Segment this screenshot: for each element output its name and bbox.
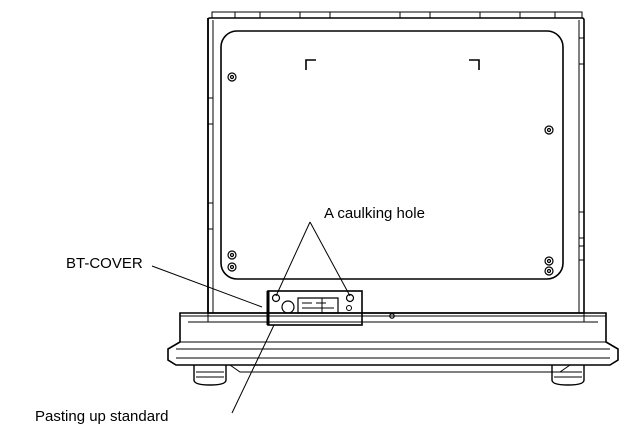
callout-lines: [151, 221, 351, 414]
label-caulking-hole: A caulking hole: [324, 205, 425, 222]
base-bezel: [167, 312, 619, 373]
top-edge-details: [211, 11, 583, 19]
corner-mark-right: [469, 59, 480, 70]
bt-cover: [266, 290, 363, 326]
feet: [193, 365, 585, 386]
main-body: [207, 17, 585, 314]
screws: [227, 72, 554, 276]
corner-mark-left: [305, 59, 316, 70]
label-pasting-standard: Pasting up standard: [35, 408, 168, 425]
side-clips: [207, 37, 585, 261]
display-window: [220, 30, 564, 280]
small-hole: [389, 313, 395, 319]
label-bt-cover: BT-COVER: [66, 255, 143, 272]
